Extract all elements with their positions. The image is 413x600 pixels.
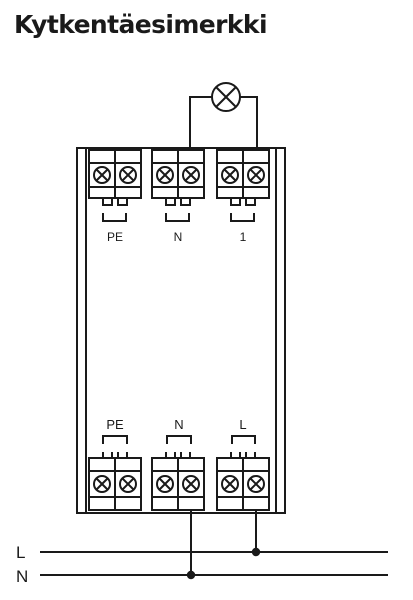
- junction-dot-l: [251, 547, 261, 557]
- lamp-symbol-icon: [211, 82, 241, 112]
- supply-label-n: N: [16, 567, 28, 586]
- top-terminal-label-1: 1: [240, 230, 247, 244]
- bottom-bracket-n: [166, 435, 192, 444]
- bottom-bracket-pe: [102, 435, 128, 444]
- top-terminal-block-1: [216, 149, 270, 206]
- top-bracket-n: [165, 213, 190, 222]
- top-terminal-label-n: N: [174, 230, 183, 244]
- lamp-wire-to-1: [240, 96, 258, 150]
- supply-label-l: L: [16, 543, 25, 562]
- bottom-terminal-block-n: [151, 452, 205, 511]
- diagram-title: Kytkentäesimerkki: [14, 10, 268, 39]
- bottom-terminal-label-l: L: [239, 417, 246, 432]
- junction-dot-n: [186, 570, 196, 580]
- bottom-terminal-block-pe: [88, 452, 142, 511]
- bottom-terminal-label-pe: PE: [106, 417, 124, 432]
- bottom-terminal-block-l: [216, 452, 270, 511]
- top-bracket-pe: [102, 213, 127, 222]
- bottom-terminal-label-n: N: [174, 417, 183, 432]
- top-terminal-block-pe: [88, 149, 142, 206]
- top-terminal-block-n: [151, 149, 205, 206]
- device-housing: [76, 147, 286, 514]
- top-terminal-label-pe: PE: [107, 230, 123, 244]
- bottom-bracket-l: [231, 435, 256, 444]
- lamp-wire-to-n: [189, 96, 212, 150]
- top-bracket-1: [230, 213, 255, 222]
